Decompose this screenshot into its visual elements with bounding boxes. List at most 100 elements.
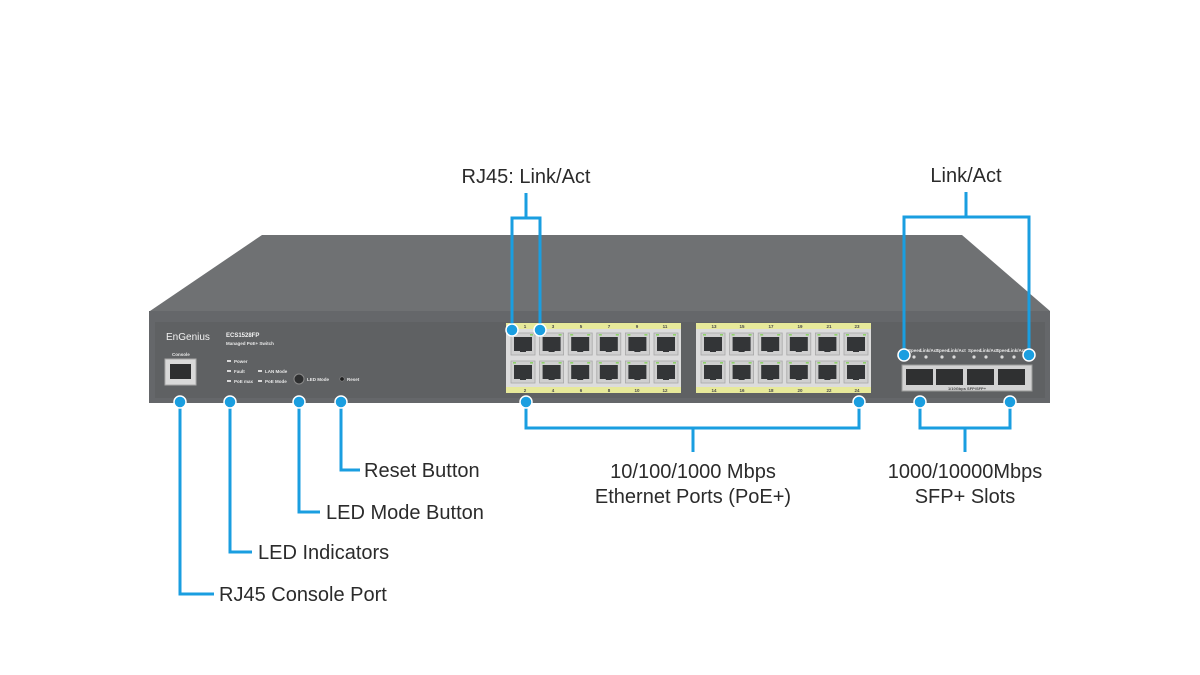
port-num: 12 bbox=[662, 388, 668, 393]
rj45-port-clip bbox=[738, 377, 745, 380]
led-mode-label: LED Mode bbox=[307, 377, 329, 382]
port-led bbox=[530, 362, 533, 364]
rj45-port-clip bbox=[605, 349, 612, 352]
console-port-opening bbox=[170, 364, 191, 379]
dot-reset-button bbox=[334, 395, 348, 409]
rj45-port-opening bbox=[514, 365, 532, 379]
port-num: 7 bbox=[608, 324, 611, 329]
led-mode-button bbox=[293, 373, 305, 385]
lead-reset-button bbox=[339, 402, 360, 472]
sfp-slot-3 bbox=[967, 369, 994, 385]
callout-sfp-line2: SFP+ Slots bbox=[915, 486, 1016, 508]
sfp-led bbox=[940, 355, 944, 359]
sfp-led-label: Speed bbox=[908, 348, 922, 353]
rj45-port-opening bbox=[599, 365, 618, 379]
sfp-led bbox=[1012, 355, 1016, 359]
callout-rj45-link-act: RJ45: Link/Act bbox=[462, 166, 591, 188]
sfp-area: Speed Link/Act Speed Link/Act Speed Link… bbox=[901, 348, 1033, 392]
port-strip-top-right bbox=[696, 323, 871, 329]
port-led bbox=[703, 334, 706, 336]
chassis-top bbox=[150, 235, 1050, 311]
reset-button bbox=[339, 376, 345, 382]
rj45-port-opening bbox=[818, 337, 837, 351]
dot-led-indicators bbox=[223, 395, 237, 409]
rj45-port-clip bbox=[548, 349, 555, 352]
model-name: ECS1528FP bbox=[226, 333, 259, 339]
port-led bbox=[720, 334, 723, 336]
rj45-port-clip bbox=[710, 349, 716, 352]
rj45-port-opening bbox=[514, 337, 532, 351]
rj45-port-clip bbox=[710, 377, 716, 380]
callout-led-indicators: LED Indicators bbox=[258, 542, 389, 564]
port-led bbox=[513, 362, 516, 364]
rj45-port-clip bbox=[767, 349, 774, 352]
port-led bbox=[817, 334, 821, 336]
rj45-port-clip bbox=[738, 349, 745, 352]
callout-led-mode-button: LED Mode Button bbox=[326, 502, 484, 524]
rj45-port-opening bbox=[657, 337, 675, 351]
rj45-port-clip bbox=[577, 349, 584, 352]
port-num: 8 bbox=[608, 388, 611, 393]
port-led bbox=[720, 362, 723, 364]
port-led bbox=[703, 362, 706, 364]
dot-ethernet-right bbox=[852, 395, 866, 409]
rj45-port-opening bbox=[704, 337, 722, 351]
rj45-port-clip bbox=[577, 377, 584, 380]
sfp-led-label: Speed bbox=[968, 348, 982, 353]
port-led bbox=[615, 334, 619, 336]
callout-rj45-console-port: RJ45 Console Port bbox=[219, 584, 387, 606]
port-num: 5 bbox=[580, 324, 583, 329]
led-poe-mode bbox=[258, 380, 262, 382]
port-led bbox=[788, 334, 792, 336]
port-led bbox=[777, 334, 781, 336]
sfp-led bbox=[984, 355, 988, 359]
port-num: 17 bbox=[768, 324, 774, 329]
lead-ethernet-ports bbox=[524, 402, 861, 430]
port-led bbox=[598, 334, 602, 336]
port-num: 9 bbox=[636, 324, 639, 329]
rj45-port-opening bbox=[599, 337, 618, 351]
callout-reset-button: Reset Button bbox=[364, 460, 480, 482]
rj45-port-clip bbox=[853, 377, 859, 380]
led-power bbox=[227, 360, 231, 362]
port-led bbox=[673, 334, 676, 336]
port-led bbox=[558, 334, 562, 336]
port-num: 10 bbox=[634, 388, 640, 393]
port-num: 23 bbox=[854, 324, 860, 329]
led-label-power: Power bbox=[234, 359, 248, 364]
led-label-lan-mode: LAN Mode bbox=[265, 369, 288, 374]
lead-sfp-slots bbox=[918, 402, 1012, 430]
port-num: 18 bbox=[768, 388, 774, 393]
port-led bbox=[817, 362, 821, 364]
sfp-slot-2 bbox=[936, 369, 963, 385]
port-led bbox=[570, 362, 574, 364]
port-num: 16 bbox=[739, 388, 745, 393]
led-indicators: Power Fault PoE max LAN Mode PoE Mode bbox=[227, 359, 288, 384]
sfp-led-label: Link/Act bbox=[920, 348, 938, 353]
port-num: 24 bbox=[854, 388, 860, 393]
rj45-port-clip bbox=[767, 377, 774, 380]
sfp-led bbox=[912, 355, 916, 359]
lead-led-indicators bbox=[228, 402, 252, 554]
port-num: 1 bbox=[524, 324, 527, 329]
rj45-port-opening bbox=[761, 365, 780, 379]
rj45-port-opening bbox=[542, 337, 561, 351]
port-num: 11 bbox=[663, 324, 668, 329]
ethernet-jacks bbox=[510, 332, 869, 384]
port-led bbox=[760, 362, 764, 364]
dot-sfp-link-left bbox=[897, 348, 911, 362]
sfp-led-label: Speed bbox=[996, 348, 1010, 353]
port-led bbox=[558, 362, 562, 364]
lead-led-mode-button bbox=[297, 402, 320, 514]
rj45-port-clip bbox=[520, 377, 526, 380]
port-num: 4 bbox=[552, 388, 555, 393]
led-lan-mode bbox=[258, 370, 262, 372]
port-led bbox=[863, 362, 866, 364]
port-led bbox=[541, 362, 545, 364]
rj45-port-opening bbox=[628, 365, 647, 379]
port-num: 14 bbox=[711, 388, 717, 393]
port-led bbox=[570, 334, 574, 336]
port-led bbox=[615, 362, 619, 364]
led-label-poe-max: PoE max bbox=[234, 379, 254, 384]
rj45-port-clip bbox=[824, 349, 831, 352]
